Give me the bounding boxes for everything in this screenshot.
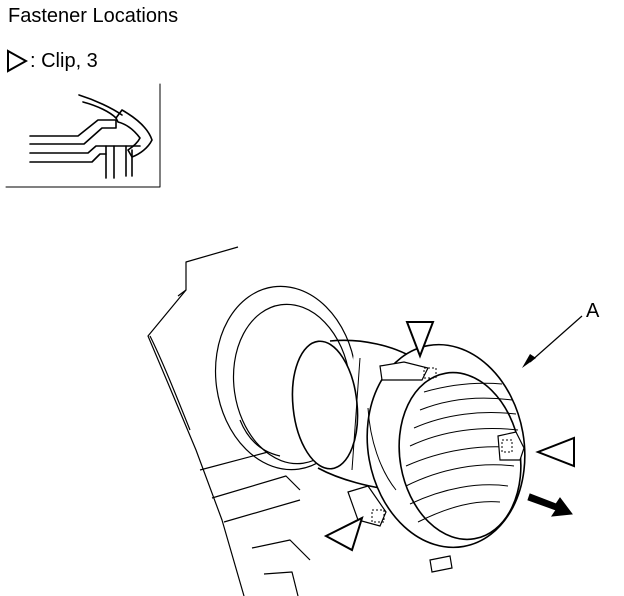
clip-marker-top-icon	[405, 321, 435, 359]
pull-direction-arrow-icon	[527, 493, 573, 517]
page-title: Fastener Locations	[8, 5, 179, 27]
fastener-legend: : Clip, 3	[6, 49, 98, 73]
clip-marker-bottom-icon	[323, 516, 364, 552]
clip-dashes	[371, 367, 513, 523]
clip-marker-right-icon	[535, 436, 575, 468]
callout-label-a: A	[586, 300, 600, 322]
vent-louvers	[405, 382, 519, 523]
legend-text: : Clip, 3	[30, 50, 98, 72]
bezel-clips	[347, 361, 525, 573]
clip-markers	[323, 321, 575, 552]
callout-leader	[522, 315, 583, 368]
dashboard-panel	[147, 246, 311, 596]
clip-triangle-icon	[7, 49, 28, 73]
clip-detail-inset	[5, 83, 161, 188]
vent-bezel	[366, 343, 526, 549]
